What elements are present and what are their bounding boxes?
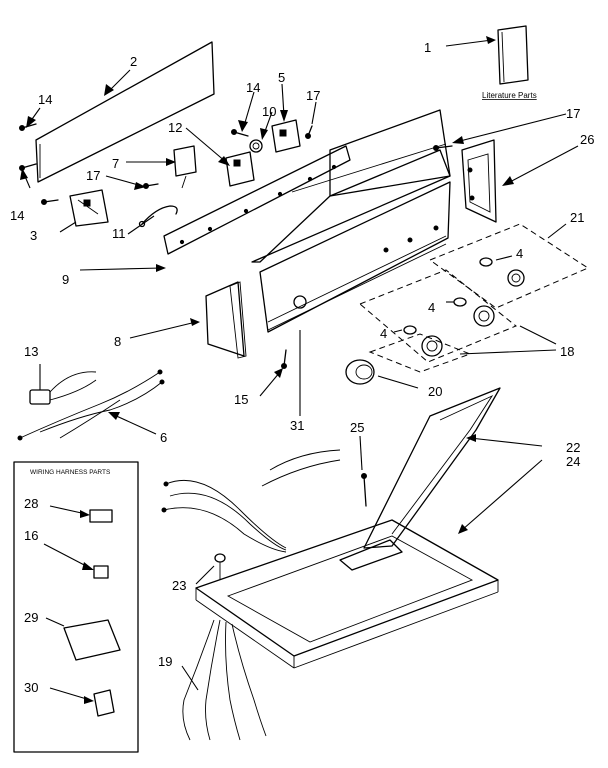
callout-1: 1 [424,40,431,55]
callout-23: 23 [172,578,186,593]
callout-30: 30 [24,680,38,695]
callout-17a: 17 [86,168,100,183]
callout-8: 8 [114,334,121,349]
end-cap [461,139,497,223]
timer [69,189,109,227]
control-bracket [163,145,351,255]
callout-18: 18 [560,344,574,359]
callout-4a: 4 [516,246,523,261]
screw-14c [231,129,249,137]
screw-17a [41,199,59,205]
grommet-23 [214,553,226,580]
leader-lines [20,36,579,704]
callout-24: 24 [566,454,580,469]
lint-duct [363,387,501,549]
callout-2: 2 [130,54,137,69]
cabinet-top [195,519,499,669]
callout-14b: 14 [10,208,24,223]
wire-clip [138,205,178,228]
screw-17b [143,183,159,189]
screw-17c [305,125,313,139]
callout-13: 13 [24,344,38,359]
callout-10: 10 [262,104,276,119]
callout-22: 22 [566,440,580,455]
knob-20 [345,359,375,385]
console-assembly [251,109,451,333]
callout-21: 21 [570,210,584,225]
knob-21 [507,269,525,287]
harness-19 [182,619,267,741]
screw-14a [19,123,37,131]
knob-part-10 [249,139,263,153]
callout-25: 25 [350,420,364,435]
callout-4b: 4 [428,300,435,315]
console-end-panel [205,281,247,359]
main-harness [161,449,341,553]
callout-7: 7 [112,156,119,171]
callout-14c: 14 [246,80,260,95]
callout-6: 6 [160,430,167,445]
callout-19: 19 [158,654,172,669]
knob-clip-4a [479,257,493,267]
callout-5: 5 [278,70,285,85]
callout-11: 11 [112,226,126,241]
callout-16: 16 [24,528,38,543]
harness-6 [17,369,165,441]
callout-3: 3 [30,228,37,243]
knob-group-18 [359,269,517,373]
screw-25 [361,473,367,507]
screw-15 [281,349,287,369]
callout-14a: 14 [38,92,52,107]
callout-labels: 1 2 3 4 4 4 5 6 7 8 9 10 11 12 13 14 14 … [10,40,594,695]
callout-15: 15 [234,392,248,407]
callout-4c: 4 [380,326,387,341]
knob-clip-4c [403,325,417,335]
callout-26: 26 [580,132,594,147]
literature-parts-label: Literature Parts [482,91,537,100]
callout-12: 12 [168,120,182,135]
callout-20: 20 [428,384,442,399]
knob-18a [473,305,495,327]
callout-31: 31 [290,418,304,433]
switch-part-5 [271,119,301,153]
callout-17b: 17 [306,88,320,103]
wiring-harness-parts-box [13,461,139,753]
callout-17c: 17 [566,106,580,121]
callout-29: 29 [24,610,38,625]
callout-9: 9 [62,272,69,287]
knob-clip-4b [453,297,467,307]
callout-28: 28 [24,496,38,511]
wiring-box-title: WIRING HARNESS PARTS [30,469,111,476]
literature-booklet [497,25,529,85]
switch-part-7 [173,145,197,189]
knob-18b [421,335,443,357]
screw-17d [433,145,453,151]
knob-group-21 [428,223,590,309]
rear-panel-plate [35,41,215,183]
connector-28 [89,509,113,523]
switch-part-12 [225,151,255,187]
connector-30 [93,689,115,717]
connector-16 [93,565,109,579]
connector-29 [63,619,121,661]
